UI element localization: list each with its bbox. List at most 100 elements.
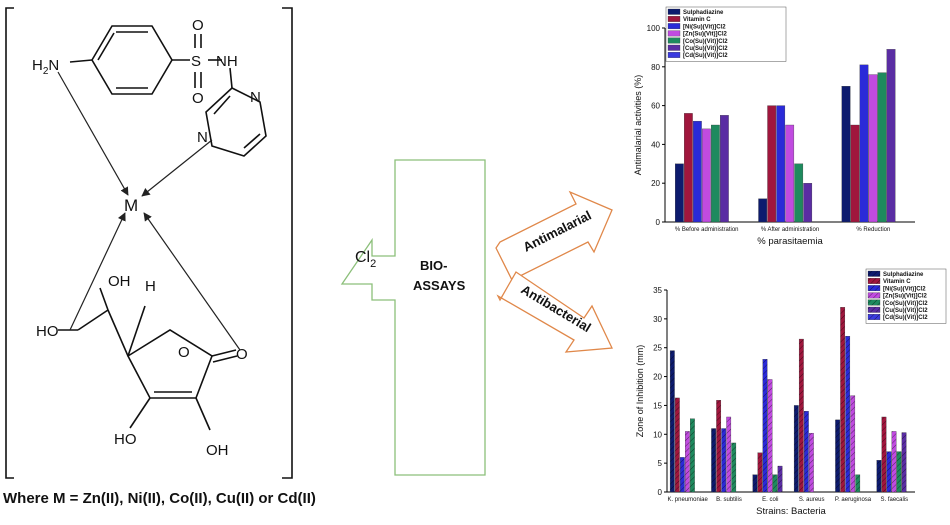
x-axis-label: Strains: Bacteria [756, 506, 826, 517]
bar [702, 128, 711, 223]
bar-hatch [901, 432, 907, 492]
legend-entry: Vitamin C [683, 17, 711, 23]
legend-swatch [667, 52, 681, 58]
bar [841, 86, 851, 223]
oxygen-top-label: O [192, 17, 204, 34]
legend-entry: [Cu(Su)(Vit)]Cl2 [683, 46, 728, 52]
y-tick-label: 0 [658, 488, 663, 497]
y-tick-label: 100 [647, 24, 661, 33]
bar-hatch [845, 336, 850, 492]
bar [886, 49, 896, 223]
bioassays-flow: Cl2 BIO- ASSAYS Antimalarial Antibacteri… [340, 159, 613, 476]
bar-hatch [716, 400, 721, 492]
bar-hatch [690, 418, 695, 492]
structure-labels: H2N S O O NH N N M OH H HO O O HO OH [32, 17, 261, 459]
bar-hatch [675, 397, 680, 492]
ring-oxygen-label: O [178, 344, 190, 361]
legend-entry: [Cd(Su)(Vit)]Cl2 [883, 315, 928, 321]
legend-entry: [Cu(Su)(Vit)]Cl2 [883, 308, 928, 314]
hydroxyl-bottom-left-label: HO [114, 431, 137, 448]
y-tick-label: 30 [653, 315, 662, 324]
carbonyl-oxygen-label: O [236, 346, 248, 363]
bar-hatch [896, 451, 902, 492]
bar-hatch [794, 405, 799, 492]
x-tick-label: % Reduction [856, 227, 890, 233]
legend-entry: Sulphadiazine [683, 10, 724, 16]
bar-hatch [850, 395, 855, 492]
y-tick-label: 25 [653, 344, 662, 353]
bar-hatch [876, 460, 882, 492]
y-tick-label: 0 [656, 218, 661, 227]
y-tick-label: 15 [653, 401, 662, 410]
x-tick-label: K. pneumoniae [667, 497, 708, 503]
bar [693, 120, 702, 223]
bar-hatch [840, 307, 845, 492]
metal-caption: Where M = Zn(II), Ni(II), Co(II), Cu(II)… [3, 490, 316, 507]
bar [803, 183, 813, 223]
y-tick-label: 20 [653, 373, 662, 382]
hydroxyl-top-label: OH [108, 273, 131, 290]
bar [859, 64, 869, 223]
bar-hatch [881, 416, 887, 492]
bar [794, 163, 804, 223]
bar [767, 105, 777, 223]
x-tick-label: % After administration [761, 227, 819, 233]
benzene-ring [91, 25, 173, 95]
bar-hatch [777, 466, 783, 492]
x-tick-label: B. subtilis [716, 497, 742, 503]
y-tick-label: 10 [653, 430, 662, 439]
bar-hatch [762, 359, 768, 492]
pyrimidine-n-left-label: N [197, 129, 208, 146]
hydroxyl-bottom-right-label: OH [206, 442, 229, 459]
bar-hatch [767, 379, 773, 492]
sulfur-label: S [191, 53, 201, 70]
bar [868, 74, 878, 223]
legend-entry: Sulphadiazine [883, 272, 924, 278]
metal-label: M [124, 196, 138, 215]
bar [877, 72, 887, 223]
y-tick-label: 40 [651, 140, 660, 149]
bar-hatch [680, 457, 685, 492]
legend-entry: Vitamin C [883, 279, 911, 285]
legend-box [665, 6, 787, 62]
right-bracket [282, 7, 293, 479]
pyrimidine-ring [205, 87, 267, 157]
y-axis-label: Zone of Inhibition (mm) [635, 345, 645, 438]
legend-swatch-hatch [868, 285, 880, 291]
lactone-ring [126, 329, 213, 399]
legend-entry: [Zn(Su)(Vit)]Cl2 [683, 32, 728, 38]
bar [758, 198, 768, 223]
bar-hatch [809, 433, 814, 492]
y-tick-label: 80 [651, 63, 660, 72]
bar-hatch [752, 474, 758, 492]
legend-swatch [667, 37, 681, 44]
legend-entry: [Co(Su)(Vit)]Cl2 [883, 301, 928, 307]
legend-entry: [Ni(Su)(Vit)]Cl2 [683, 24, 726, 30]
cl2-label: Cl2 [355, 249, 376, 270]
bar [785, 124, 795, 223]
bar-hatch [772, 474, 778, 492]
legend-swatch [667, 44, 681, 51]
antibacterial-arrow [496, 271, 613, 353]
antimalarial-arrow [495, 190, 613, 281]
x-tick-label: E. coli [762, 497, 778, 503]
bar [684, 113, 693, 223]
bar-hatch [685, 431, 690, 492]
legend-swatch-hatch [868, 292, 880, 299]
y-tick-label: 20 [651, 179, 660, 188]
hydroxyl-left-label: HO [36, 323, 59, 340]
bioassays-box [340, 159, 486, 476]
legend-swatch [667, 16, 681, 22]
bioassays-line2: ASSAYS [413, 278, 466, 293]
bar-hatch [731, 442, 736, 492]
x-tick-label: S. aureus [799, 497, 825, 503]
bar-hatch [670, 350, 675, 492]
y-tick-label: 60 [651, 102, 660, 111]
legend-entry: [Zn(Su)(Vit)]Cl2 [883, 294, 928, 300]
bar-hatch [726, 416, 731, 492]
y-tick-label: 35 [653, 286, 662, 295]
left-bracket [5, 7, 14, 479]
